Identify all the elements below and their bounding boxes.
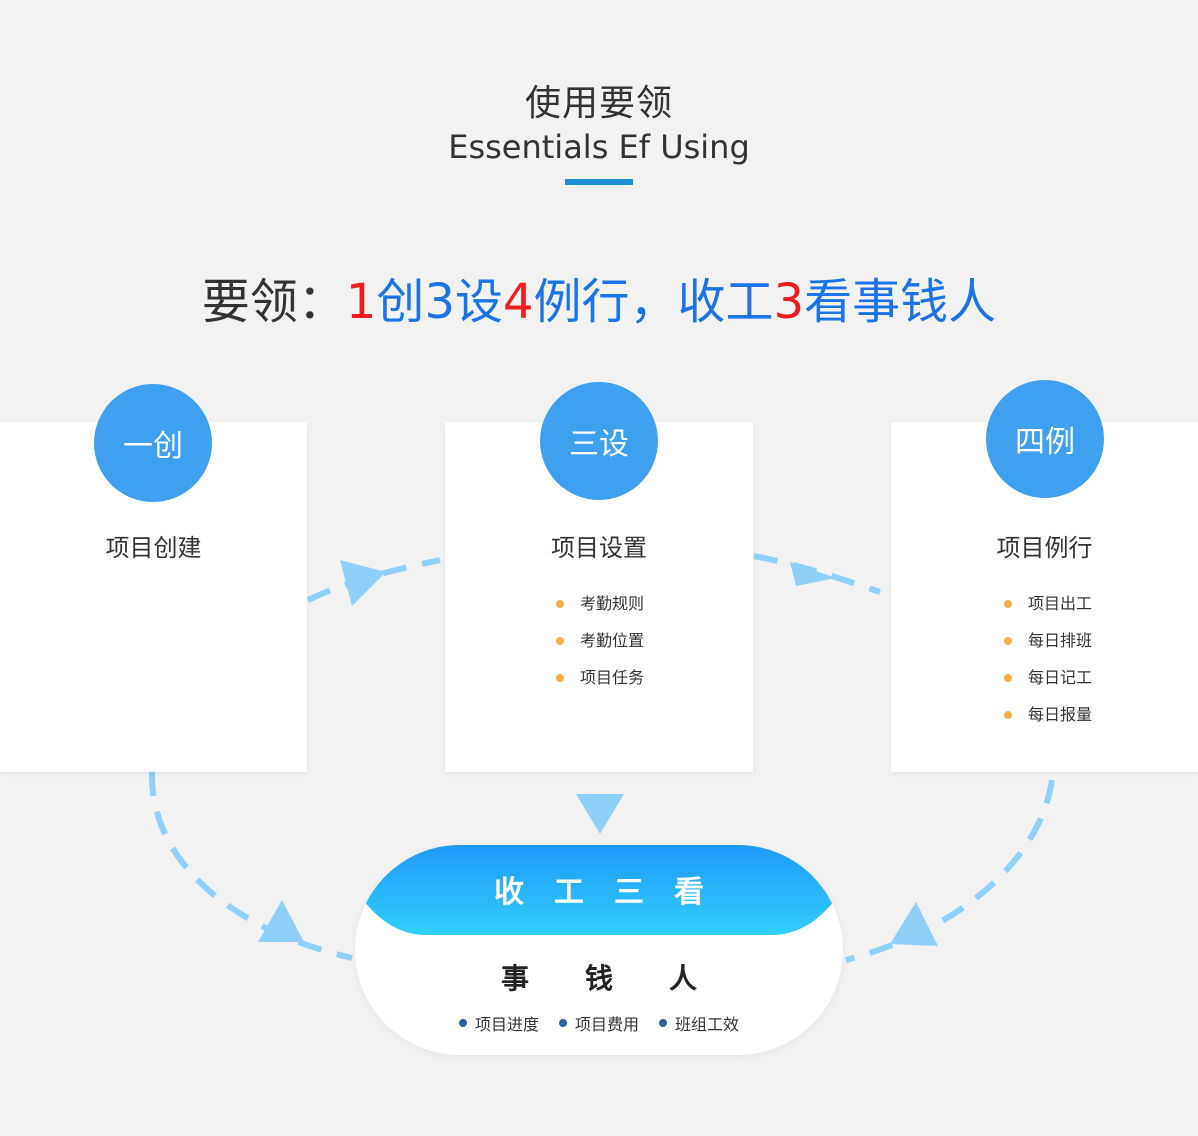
list-item-label: 每日记工: [1028, 668, 1093, 687]
arrow-routine-to-summary: [845, 779, 1055, 963]
tagline-word: 设: [454, 274, 503, 330]
bullet-dot-icon: [659, 1019, 667, 1027]
summary-item-list: 项目进度 项目费用 班组工效: [355, 1011, 843, 1035]
list-item: 项目费用: [558, 1011, 639, 1035]
list-item: 每日排班: [1004, 631, 1092, 668]
bullet-dot-icon: [556, 600, 564, 608]
arrowhead-create-to-setup: [340, 560, 386, 606]
tagline-number: 3: [773, 274, 805, 330]
list-item: 班组工效: [659, 1011, 739, 1035]
step-title-create: 项目创建: [105, 534, 202, 562]
list-item-label: 考勤位置: [580, 631, 645, 650]
tagline: 要领：1创3设4例行，收工3看事钱人: [0, 262, 1198, 332]
list-item-label: 每日排班: [1028, 631, 1093, 650]
summary-header: 收工三看: [494, 875, 734, 910]
summary-capsule: 收工三看 事钱人 项目进度 项目费用 班组工效: [355, 845, 843, 1055]
bullet-dot-icon: [556, 637, 564, 645]
list-item-label: 项目任务: [580, 668, 645, 687]
bullet-dot-icon: [458, 1019, 467, 1027]
summary-band: [355, 845, 843, 935]
arrow-create-to-summary: [148, 771, 353, 961]
arrowhead-routine-to-summary: [890, 902, 938, 946]
list-item-label: 班组工效: [675, 1015, 740, 1034]
bullet-dot-icon: [1004, 637, 1012, 645]
step-title-setup: 项目设置: [551, 534, 647, 562]
tagline-prefix: 要领：: [201, 274, 346, 330]
arrowhead-setup-to-routine: [790, 562, 836, 586]
step-badge-setup: 三设: [540, 382, 658, 500]
list-item: 项目进度: [458, 1011, 539, 1035]
bullet-dot-icon: [1004, 711, 1012, 719]
list-item: 考勤规则: [556, 594, 644, 631]
arrowhead-create-to-summary: [258, 900, 304, 942]
list-item-label: 考勤规则: [580, 594, 645, 613]
tagline-word: 创: [376, 274, 425, 330]
step-title-routine: 项目例行: [996, 534, 1093, 562]
arrow-setup-to-routine: [753, 553, 881, 595]
tagline-number: 3: [424, 274, 455, 330]
list-item: 每日报量: [1004, 705, 1092, 742]
tagline-word: 例行，收工: [533, 274, 774, 330]
bullet-dot-icon: [1004, 600, 1012, 608]
tagline-number: 4: [503, 274, 534, 330]
list-item: 每日记工: [1004, 668, 1092, 705]
page-title: 使用要领: [524, 83, 673, 124]
list-item-label: 每日报量: [1028, 705, 1093, 724]
title-underline: [565, 179, 633, 185]
list-item-label: 项目费用: [574, 1015, 639, 1034]
list-item: 项目任务: [556, 668, 644, 705]
list-item-label: 项目进度: [474, 1015, 539, 1034]
routine-item-list: 项目出工 每日排班 每日记工 每日报量: [1004, 594, 1092, 742]
page-subtitle: Essentials Ef Using: [448, 128, 750, 166]
bullet-dot-icon: [556, 674, 564, 682]
bullet-dot-icon: [558, 1019, 567, 1027]
summary-subheader: 事钱人: [500, 962, 753, 995]
tagline-number: 1: [345, 274, 377, 330]
arrowhead-down: [576, 794, 624, 834]
list-item: 项目出工: [1004, 594, 1092, 631]
setup-item-list: 考勤规则 考勤位置 项目任务: [556, 594, 644, 705]
step-badge-routine: 四例: [986, 380, 1104, 498]
list-item-label: 项目出工: [1028, 594, 1093, 613]
list-item: 考勤位置: [556, 631, 644, 668]
tagline-word: 看事钱人: [804, 274, 997, 330]
step-badge-create: 一创: [94, 384, 212, 502]
bullet-dot-icon: [1004, 674, 1012, 682]
